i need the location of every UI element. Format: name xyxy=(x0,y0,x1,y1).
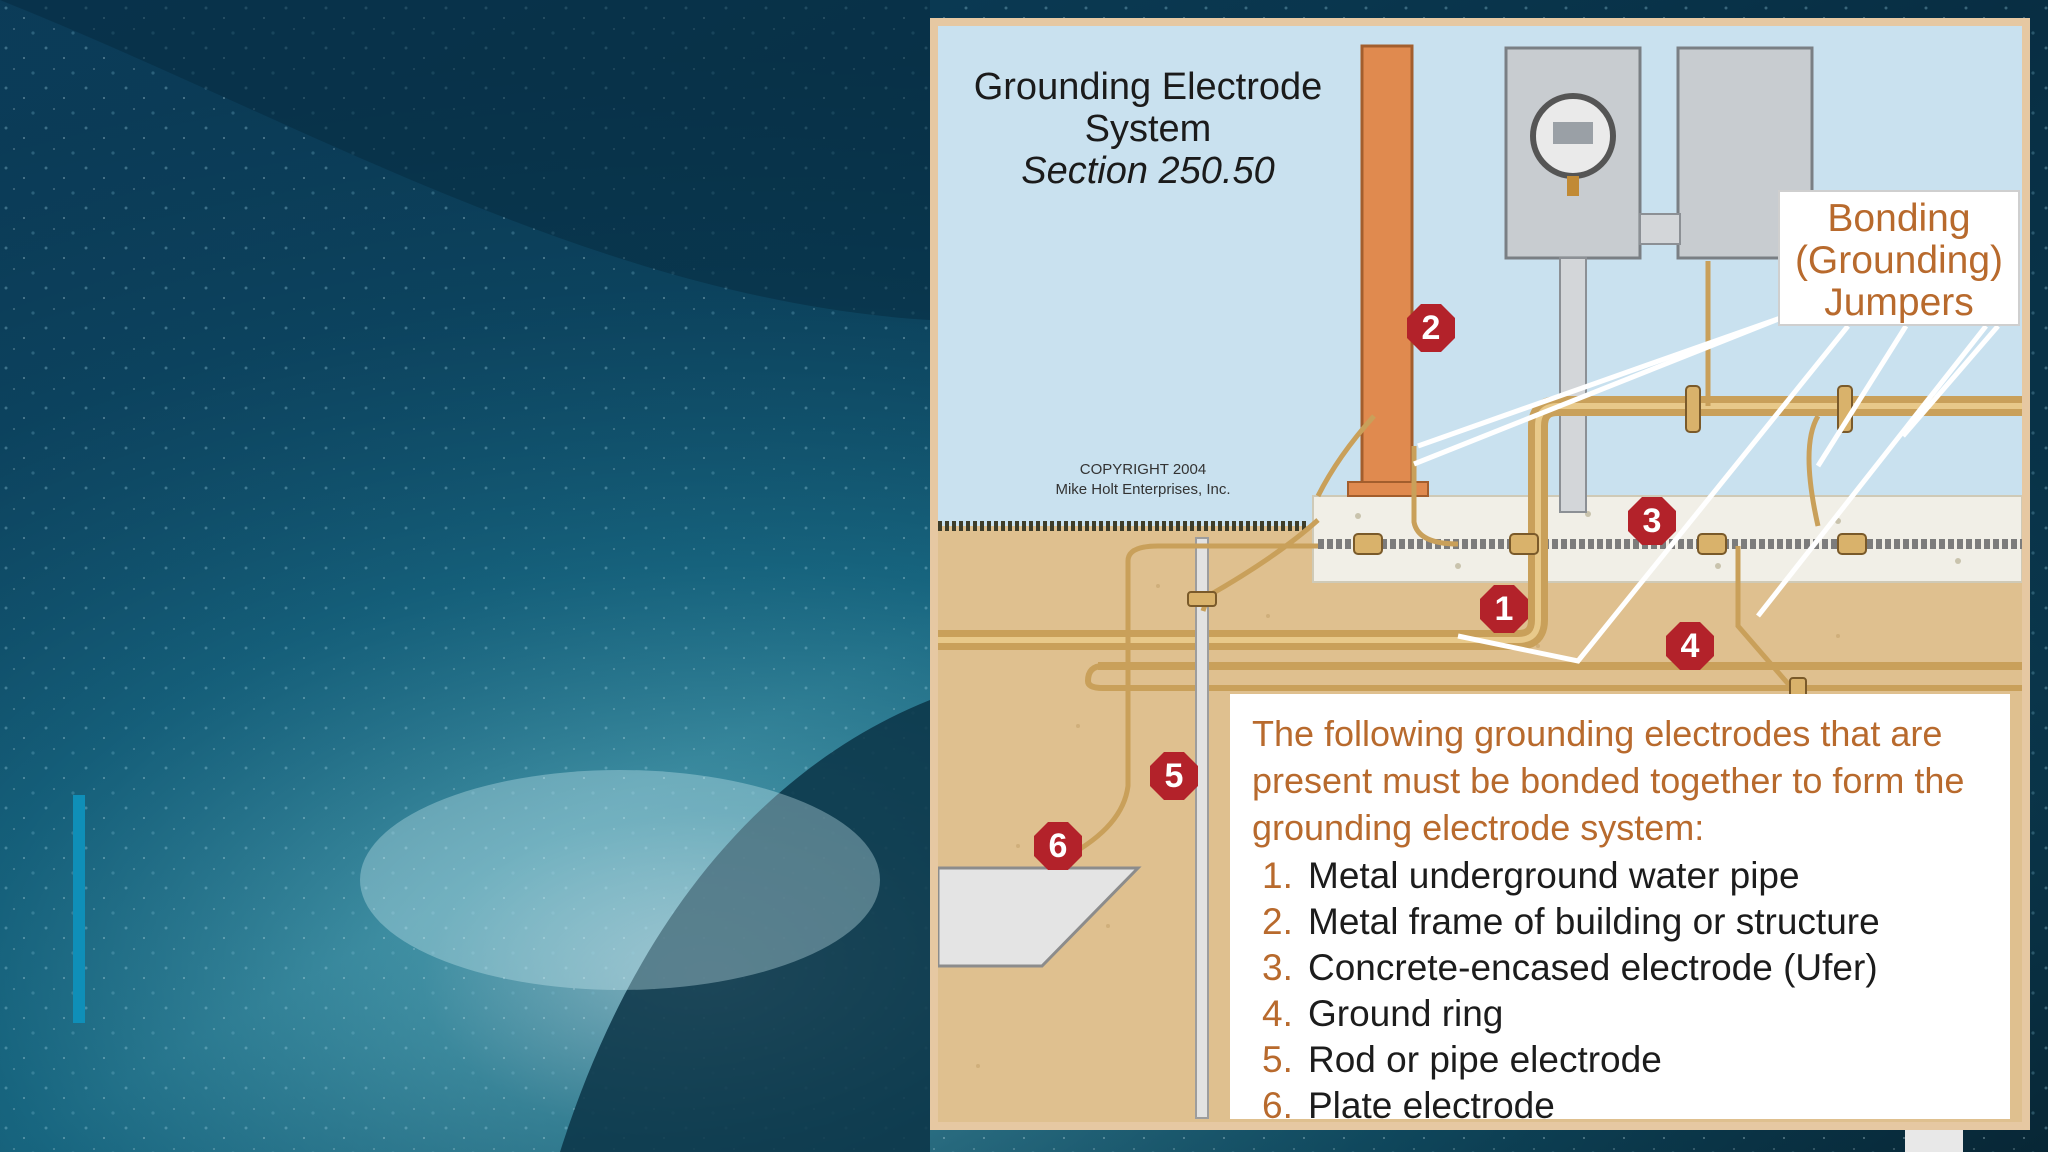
title-line-1: Grounding Electrode xyxy=(973,66,1323,108)
copyright-line-2: Mike Holt Enterprises, Inc. xyxy=(1055,481,1231,498)
electrode-list-intro: The following grounding electrodes that … xyxy=(1252,713,1965,848)
badge-2: 2 xyxy=(1405,302,1457,354)
bonding-line-3: Jumpers xyxy=(1824,281,1974,324)
bonding-line-2: (Grounding) xyxy=(1794,239,2004,282)
badge-6: 6 xyxy=(1032,820,1084,872)
badge-1: 1 xyxy=(1478,583,1530,635)
badge-5: 5 xyxy=(1148,750,1200,802)
copyright-line-1: COPYRIGHT 2004 xyxy=(1079,461,1207,478)
list-item: 5.Rod or pipe electrode xyxy=(1262,1039,1662,1080)
diagram-title: Grounding Electrode System Section 250.5… xyxy=(948,66,1348,192)
copyright-notice: COPYRIGHT 2004 Mike Holt Enterprises, In… xyxy=(1023,460,1263,500)
badge-3: 3 xyxy=(1626,495,1678,547)
title-line-2: System xyxy=(1084,108,1212,150)
bonding-jumpers-label: Bonding (Grounding) Jumpers xyxy=(1778,190,2020,326)
electrode-list-box: The following grounding electrodes that … xyxy=(1230,694,2010,1126)
bonding-line-1: Bonding xyxy=(1827,197,1971,240)
list-item: 2.Metal frame of building or structure xyxy=(1262,901,1880,942)
badge-4: 4 xyxy=(1664,620,1716,672)
list-item: 3.Concrete-encased electrode (Ufer) xyxy=(1262,947,1878,988)
list-item: 6.Plate electrode xyxy=(1262,1085,1555,1126)
accent-bar xyxy=(73,795,85,1023)
list-item: 4.Ground ring xyxy=(1262,993,1504,1034)
grounding-electrode-diagram: Grounding Electrode System Section 250.5… xyxy=(930,18,2030,1130)
electrode-list: 1.Metal underground water pipe 2.Metal f… xyxy=(1252,853,1988,1129)
title-section: Section 250.50 xyxy=(1021,150,1275,192)
list-item: 1.Metal underground water pipe xyxy=(1262,855,1800,896)
